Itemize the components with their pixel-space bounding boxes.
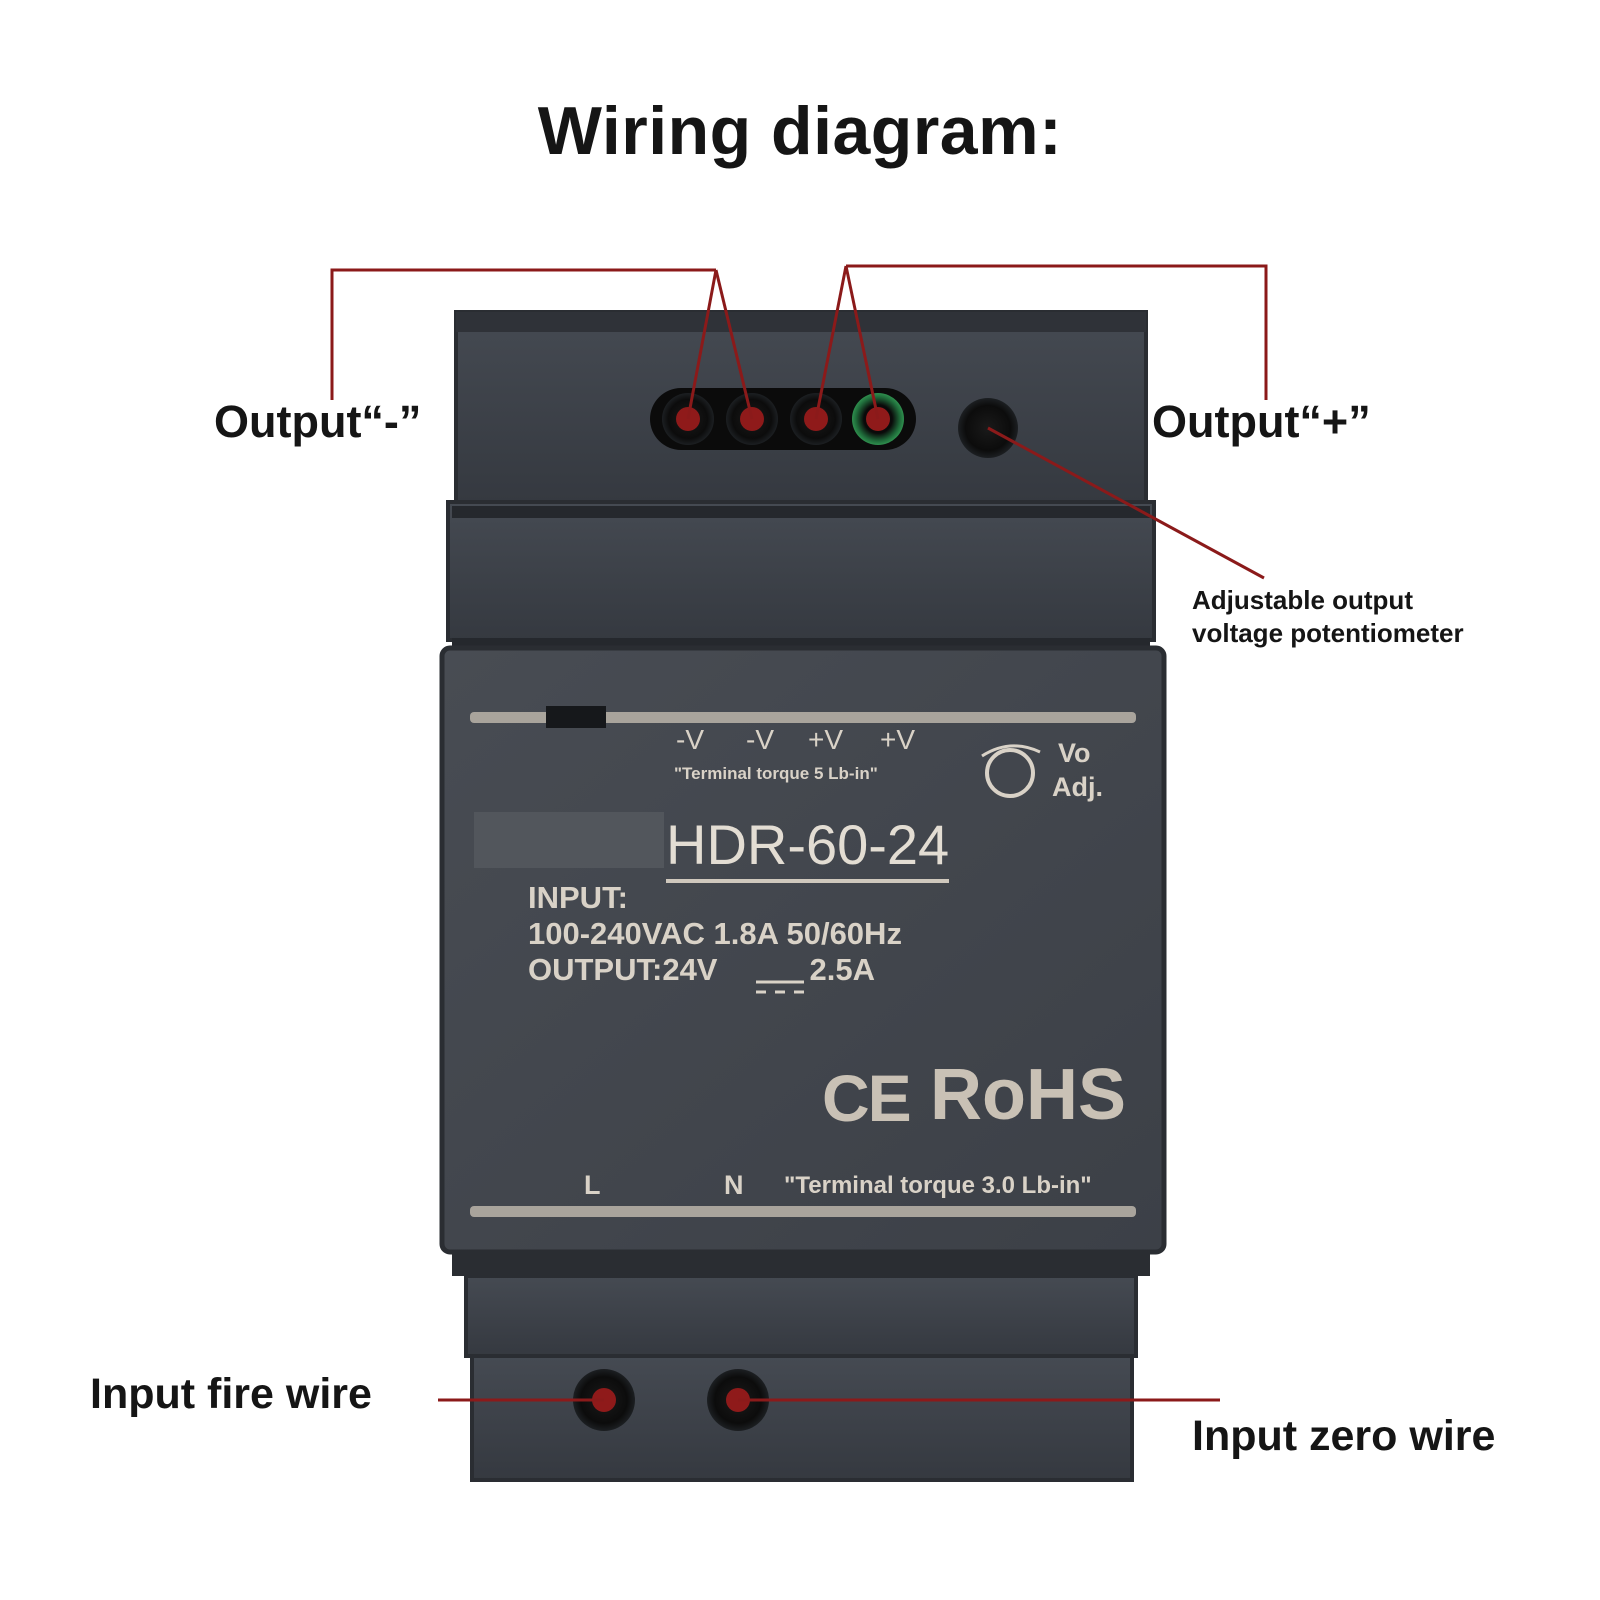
top-terminal-block [454,310,1148,504]
potentiometer-label: Adjustable output voltage potentiometer [1192,585,1464,648]
output-current: 2.5A [809,952,875,987]
torque-top-label: "Terminal torque 5 Lb-in" [674,764,878,783]
input-zero-wire-label: Input zero wire [1192,1412,1496,1460]
ce-mark: CE [822,1061,912,1135]
upper-vent-section [446,500,1156,650]
output-negative-label: Output“-” [214,396,422,447]
output-spec: OUTPUT:24V 2.5A [528,952,875,988]
rohs-mark: RoHS [930,1055,1126,1135]
terminal-label-4: +V [880,724,916,755]
torque-bottom-label: "Terminal torque 3.0 Lb-in" [784,1172,1092,1199]
input-N-label: N [724,1170,744,1200]
terminal-label-1: -V [676,724,704,755]
front-panel [439,645,1167,1255]
terminal-label-2: -V [746,724,774,755]
lower-housing [452,1252,1150,1482]
input-L-label: L [584,1170,601,1200]
adj-label: Adj. [1052,772,1103,802]
diagram-title: Wiring diagram: [537,93,1063,169]
output-positive-leader [846,264,1268,400]
model-name: HDR-60-24 [666,812,950,883]
output-voltage: OUTPUT:24V [528,952,718,987]
input-heading: INPUT: [528,880,628,915]
input-spec: 100-240VAC 1.8A 50/60Hz [528,916,902,951]
potentiometer-leader [987,426,1265,580]
input-fire-wire-label: Input fire wire [90,1370,372,1418]
vo-label: Vo [1058,738,1091,768]
callout-lines [330,264,1268,1402]
output-negative-leader [330,268,716,400]
output-positive-label: Output“+” [1152,396,1371,447]
terminal-label-3: +V [808,724,844,755]
